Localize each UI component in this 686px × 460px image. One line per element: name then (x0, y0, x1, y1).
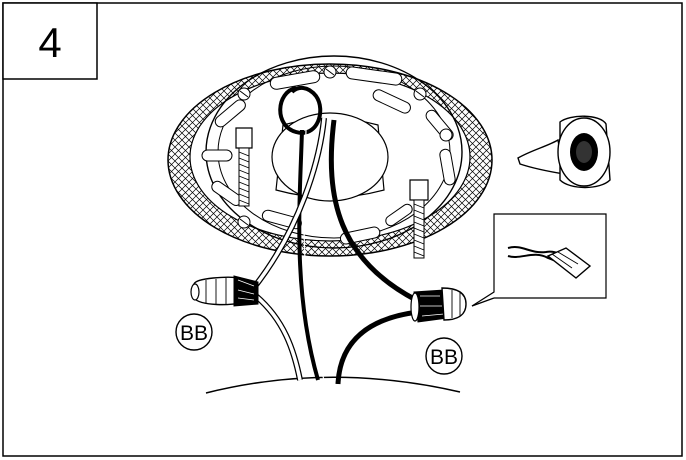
ceiling-canopy-edge (205, 376, 461, 394)
wire-twist-inset (471, 213, 607, 307)
step-number-box: 4 (2, 2, 98, 80)
step-number: 4 (38, 19, 61, 66)
black-wire (328, 119, 419, 385)
electrical-tape-icon (517, 115, 611, 189)
bb-label-right-text: BB (430, 346, 458, 369)
bb-label-left-text: BB (180, 322, 208, 345)
white-wire (249, 117, 327, 381)
wire-connector-left (190, 275, 259, 307)
mounting-screw-right (409, 179, 429, 259)
bb-label-right: BB (425, 337, 463, 375)
ground-wire (278, 85, 325, 381)
mounting-screw-left (235, 127, 253, 207)
wire-connector-right (410, 287, 467, 323)
bb-label-left: BB (175, 313, 213, 351)
